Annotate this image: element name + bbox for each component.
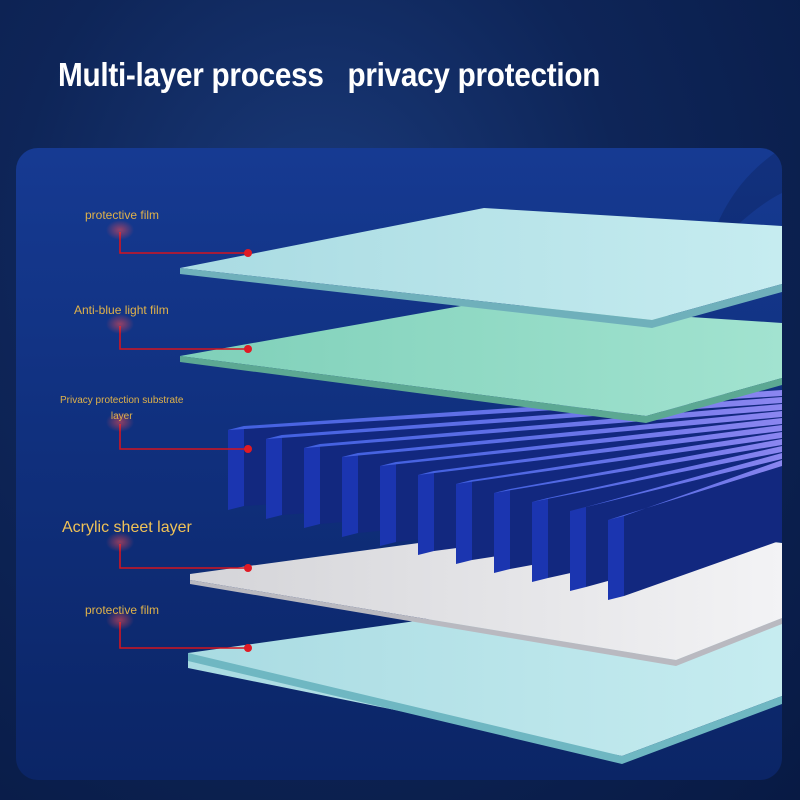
layer-diagram-panel: protective film Anti-blue light film Pri…: [16, 148, 782, 780]
grating-slat: [266, 435, 282, 519]
leader-glows: [106, 220, 134, 630]
grating-slat-top: [418, 425, 782, 475]
layer-label-privacy-substrate-line2: layer: [110, 411, 133, 422]
grating-slat: [228, 426, 244, 510]
grating-slat-top: [380, 418, 782, 466]
layer-label-anti-blue-light-film: Anti-blue light film: [74, 303, 169, 317]
grating-slat: [342, 453, 358, 537]
top-protective-film-layer: [180, 208, 782, 328]
grating-slat: [304, 444, 320, 528]
grating-slat: [570, 507, 586, 591]
layer-stack-illustration: [106, 148, 782, 764]
page-title: Multi-layer process privacy protection: [58, 56, 601, 93]
grating-slat-face: [624, 466, 782, 596]
grating-slat-top: [342, 411, 782, 457]
grating-slat: [532, 498, 548, 582]
anti-blue-light-film-layer: [180, 303, 782, 423]
grating-slat-top: [532, 446, 782, 502]
grating-slat: [494, 489, 510, 573]
layer-label-privacy-substrate: Privacy protection substrate layer: [60, 393, 183, 425]
grating-slat: [456, 480, 472, 564]
layer-label-privacy-substrate-line1: Privacy protection substrate: [60, 395, 184, 406]
grating-slat-top: [494, 439, 782, 493]
grating-slat-top: [456, 432, 782, 484]
leader-end-dots: [244, 249, 252, 652]
layer-label-protective-film-bottom: protective film: [85, 603, 160, 617]
layer-label-protective-film-top: protective film: [85, 208, 160, 222]
layer-label-acrylic-sheet: Acrylic sheet layer: [62, 519, 192, 536]
grating-slat: [418, 471, 434, 555]
grating-slat: [380, 462, 396, 546]
grating-slat: [608, 516, 624, 600]
